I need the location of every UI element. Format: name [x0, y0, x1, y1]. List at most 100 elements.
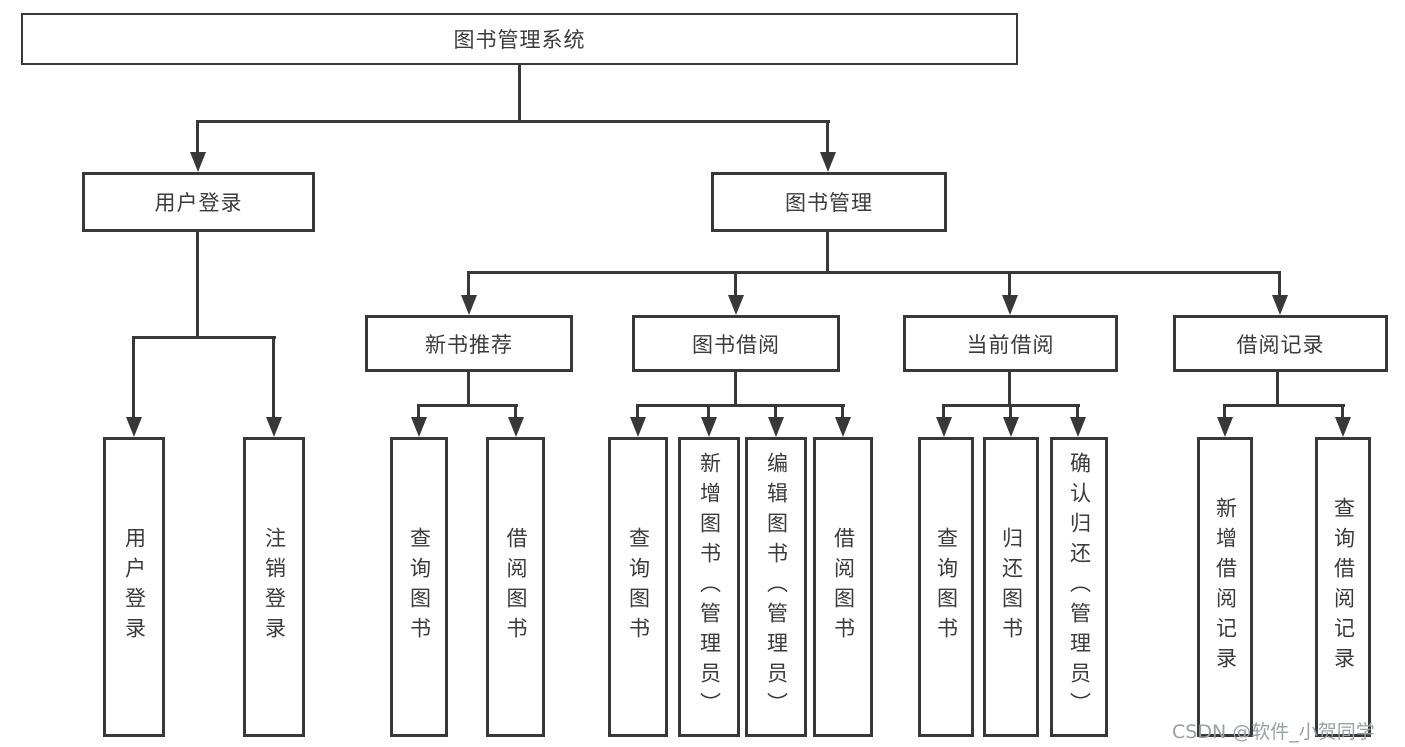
arrowhead-icon: [1003, 417, 1019, 437]
node-current-borrow-label: 当前借阅: [966, 332, 1055, 357]
arrow-to-book-borrow: [728, 272, 744, 315]
arrow-to-confirm-return: [1070, 405, 1086, 437]
node-new-book-recommend: 新书推荐: [365, 315, 573, 372]
node-root: 图书管理系统: [21, 13, 1018, 65]
arrow-shaft: [1341, 405, 1344, 419]
connector-currentborrow-stub: [1008, 372, 1011, 407]
node-book-borrow: 图书借阅: [632, 315, 840, 372]
connector-bookborrow-hline: [636, 404, 845, 407]
leaf-newbooks-query-label: 查询图书: [407, 527, 432, 647]
arrowhead-icon: [1002, 295, 1018, 315]
arrow-shaft: [1008, 272, 1011, 297]
arrowhead-icon: [701, 417, 717, 437]
arrow-to-current-query: [936, 405, 952, 437]
arrowhead-icon: [1335, 417, 1351, 437]
leaf-newbooks-borrow: 借阅图书: [486, 437, 545, 737]
arrow-to-add-book: [701, 405, 717, 437]
arrow-shaft: [514, 405, 517, 419]
arrow-shaft: [1076, 405, 1079, 419]
leaf-newbooks-borrow-label: 借阅图书: [504, 527, 528, 647]
arrowhead-icon: [126, 417, 142, 437]
arrowhead-icon: [728, 295, 744, 315]
node-book-management: 图书管理: [711, 172, 947, 232]
leaf-current-query: 查询图书: [918, 437, 974, 737]
node-book-management-label: 图书管理: [785, 191, 873, 215]
arrow-to-borrow-records: [1272, 272, 1288, 315]
arrowhead-icon: [411, 417, 427, 437]
arrowhead-icon: [768, 417, 784, 437]
arrow-shaft: [734, 272, 737, 297]
arrow-to-query-record: [1335, 405, 1351, 437]
arrowhead-icon: [461, 295, 477, 315]
leaf-borrow-edit-book-admin-label: 编辑图书（管理员）: [764, 452, 789, 722]
arrow-to-newbooks-borrow: [508, 405, 524, 437]
leaf-borrow-query-label: 查询图书: [626, 527, 651, 647]
arrow-shaft: [841, 405, 844, 419]
node-root-label: 图书管理系统: [453, 28, 586, 52]
arrow-to-return-book: [1003, 405, 1019, 437]
node-book-borrow-label: 图书借阅: [692, 332, 780, 357]
leaf-borrow-book-label: 借阅图书: [831, 527, 856, 647]
arrowhead-icon: [936, 417, 952, 437]
arrowhead-icon: [820, 152, 836, 172]
leaf-borrow-add-book-admin: 新增图书（管理员）: [678, 437, 740, 737]
arrow-to-borrow-query: [630, 405, 646, 437]
arrow-shaft: [1223, 405, 1226, 419]
arrow-shaft: [417, 405, 420, 419]
arrow-shaft: [1278, 272, 1281, 297]
leaf-borrow-book: 借阅图书: [813, 437, 873, 737]
connector-bookmgmt-hline: [467, 271, 1281, 274]
csdn-watermark: CSDN @软件_小贺同学: [1172, 721, 1375, 743]
leaf-borrow-query: 查询图书: [608, 437, 668, 737]
connector-newbooks-stub: [467, 372, 470, 407]
arrowhead-icon: [1272, 295, 1288, 315]
leaf-current-query-label: 查询图书: [934, 527, 959, 647]
leaf-borrow-add-book-admin-label: 新增图书（管理员）: [697, 452, 722, 722]
leaf-return-book: 归还图书: [983, 437, 1039, 737]
connector-records-stub: [1276, 372, 1279, 407]
node-current-borrow: 当前借阅: [903, 315, 1118, 372]
arrow-to-new-book-recommend: [461, 272, 477, 315]
arrow-shaft: [196, 120, 199, 154]
leaf-user-login-label: 用户登录: [122, 527, 147, 647]
node-borrow-records: 借阅记录: [1173, 315, 1388, 372]
arrow-to-current-borrow: [1002, 272, 1018, 315]
arrow-to-user-login: [190, 120, 206, 172]
arrow-shaft: [942, 405, 945, 419]
arrow-to-borrow-book: [835, 405, 851, 437]
arrowhead-icon: [190, 152, 206, 172]
arrow-shaft: [826, 120, 829, 154]
arrow-to-edit-book: [768, 405, 784, 437]
arrow-to-leaf-logout: [266, 337, 282, 437]
leaf-query-borrow-record-label: 查询借阅记录: [1331, 497, 1356, 677]
connector-userlogin-hline: [132, 336, 276, 339]
leaf-user-login: 用户登录: [103, 437, 165, 737]
connector-bookmgmt-stub: [826, 232, 829, 274]
leaf-newbooks-query: 查询图书: [390, 437, 448, 737]
connector-bookborrow-stub: [734, 372, 737, 407]
arrow-shaft: [272, 337, 275, 419]
arrowhead-icon: [835, 417, 851, 437]
arrow-shaft: [1009, 405, 1012, 419]
arrow-shaft: [707, 405, 710, 419]
arrow-shaft: [467, 272, 470, 297]
arrow-to-book-management: [820, 120, 836, 172]
arrowhead-icon: [1217, 417, 1233, 437]
arrow-to-newbooks-query: [411, 405, 427, 437]
arrow-to-add-record: [1217, 405, 1233, 437]
arrowhead-icon: [266, 417, 282, 437]
connector-root-hline: [196, 120, 830, 123]
arrowhead-icon: [1070, 417, 1086, 437]
arrow-shaft: [774, 405, 777, 419]
leaf-logout: 注销登录: [243, 437, 305, 737]
connector-userlogin-stub: [196, 232, 199, 339]
leaf-confirm-return-admin-label: 确认归还（管理员）: [1067, 452, 1092, 722]
node-borrow-records-label: 借阅记录: [1236, 332, 1325, 357]
node-new-book-recommend-label: 新书推荐: [425, 332, 513, 357]
arrow-shaft: [636, 405, 639, 419]
connector-newbooks-hline: [417, 404, 518, 407]
leaf-confirm-return-admin: 确认归还（管理员）: [1050, 437, 1108, 737]
connector-records-hline: [1223, 404, 1345, 407]
arrowhead-icon: [508, 417, 524, 437]
